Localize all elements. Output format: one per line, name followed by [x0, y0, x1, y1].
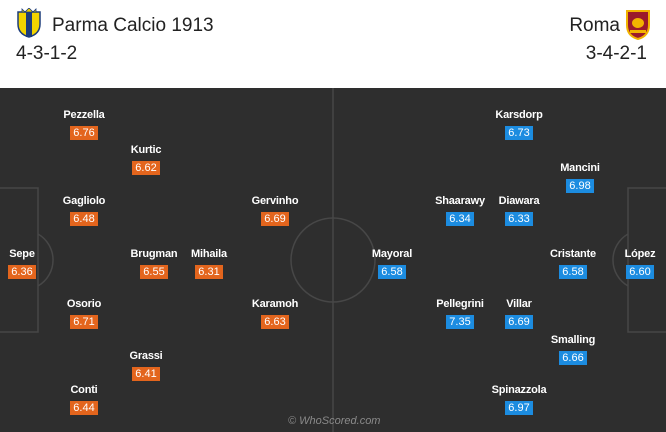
player-rating: 6.76 [70, 126, 98, 140]
player-away-mayoral[interactable]: Mayoral 6.58 [352, 248, 432, 280]
player-rating: 6.33 [505, 212, 533, 226]
pitch-markings [0, 88, 666, 432]
player-home-karamoh[interactable]: Karamoh 6.63 [235, 298, 315, 330]
player-rating: 6.66 [559, 351, 587, 365]
player-name: Mayoral [371, 248, 413, 260]
player-home-gagliolo[interactable]: Gagliolo 6.48 [44, 195, 124, 227]
player-rating: 6.36 [8, 265, 36, 279]
player-name: Brugman [130, 248, 178, 260]
match-header: Parma Calcio 1913 4-3-1-2 Roma 3-4-2-1 [0, 0, 666, 82]
player-home-grassi[interactable]: Grassi 6.41 [106, 350, 186, 382]
player-name: Gagliolo [62, 195, 106, 207]
player-home-gervinho[interactable]: Gervinho 6.69 [235, 195, 315, 227]
player-away-lopez[interactable]: López 6.60 [600, 248, 666, 280]
watermark: © WhoScored.com [288, 415, 381, 427]
player-name: Kurtic [130, 144, 162, 156]
player-name: Karsdorp [495, 109, 543, 121]
player-name: Spinazzola [491, 384, 547, 396]
player-name: Mihaila [191, 248, 227, 260]
home-formation: 4-3-1-2 [16, 43, 78, 64]
player-rating: 6.63 [261, 315, 289, 329]
player-rating: 7.35 [446, 315, 474, 329]
player-away-cristante[interactable]: Cristante 6.58 [533, 248, 613, 280]
player-rating: 6.41 [132, 367, 160, 381]
player-home-pezzella[interactable]: Pezzella 6.76 [44, 109, 124, 141]
player-rating: 6.31 [195, 265, 223, 279]
player-home-brugman[interactable]: Brugman 6.55 [114, 248, 194, 280]
player-away-diawara[interactable]: Diawara 6.33 [479, 195, 559, 227]
away-team-name[interactable]: Roma [569, 15, 620, 36]
player-name: Sepe [9, 248, 35, 260]
parma-crest-icon [17, 8, 41, 38]
player-rating: 6.55 [140, 265, 168, 279]
player-rating: 6.58 [378, 265, 406, 279]
player-name: Grassi [129, 350, 163, 362]
player-name: Smalling [550, 334, 596, 346]
player-home-osorio[interactable]: Osorio 6.71 [44, 298, 124, 330]
player-away-karsdorp[interactable]: Karsdorp 6.73 [479, 109, 559, 141]
player-rating: 6.62 [132, 161, 160, 175]
home-team-name[interactable]: Parma Calcio 1913 [52, 15, 214, 36]
player-name: Pellegrini [436, 298, 484, 310]
player-rating: 6.69 [505, 315, 533, 329]
player-away-pellegrini[interactable]: Pellegrini 7.35 [420, 298, 500, 330]
player-away-smalling[interactable]: Smalling 6.66 [533, 334, 613, 366]
player-rating: 6.71 [70, 315, 98, 329]
player-rating: 6.73 [505, 126, 533, 140]
roma-crest-icon [626, 10, 650, 40]
player-home-sepe[interactable]: Sepe 6.36 [0, 248, 62, 280]
player-name: Osorio [66, 298, 102, 310]
player-home-kurtic[interactable]: Kurtic 6.62 [106, 144, 186, 176]
player-rating: 6.58 [559, 265, 587, 279]
player-rating: 6.97 [505, 401, 533, 415]
pitch: Sepe 6.36 Pezzella 6.76 Gagliolo 6.48 Os… [0, 88, 666, 432]
player-home-mihaila[interactable]: Mihaila 6.31 [169, 248, 249, 280]
player-name: Cristante [550, 248, 596, 260]
player-rating: 6.34 [446, 212, 474, 226]
player-name: Gervinho [251, 195, 299, 207]
away-formation: 3-4-2-1 [585, 43, 647, 64]
player-rating: 6.69 [261, 212, 289, 226]
player-name: Shaarawy [435, 195, 485, 207]
player-rating: 6.60 [626, 265, 654, 279]
player-rating: 6.98 [566, 179, 594, 193]
player-away-villar[interactable]: Villar 6.69 [479, 298, 559, 330]
player-name: López [624, 248, 656, 260]
player-home-conti[interactable]: Conti 6.44 [44, 384, 124, 416]
player-name: Karamoh [251, 298, 299, 310]
player-rating: 6.48 [70, 212, 98, 226]
player-away-spinazzola[interactable]: Spinazzola 6.97 [479, 384, 559, 416]
player-away-mancini[interactable]: Mancini 6.98 [540, 162, 620, 194]
player-name: Mancini [560, 162, 600, 174]
player-name: Conti [70, 384, 98, 396]
player-rating: 6.44 [70, 401, 98, 415]
player-away-shaarawy[interactable]: Shaarawy 6.34 [420, 195, 500, 227]
player-name: Pezzella [63, 109, 105, 121]
player-name: Villar [506, 298, 532, 310]
player-name: Diawara [498, 195, 540, 207]
